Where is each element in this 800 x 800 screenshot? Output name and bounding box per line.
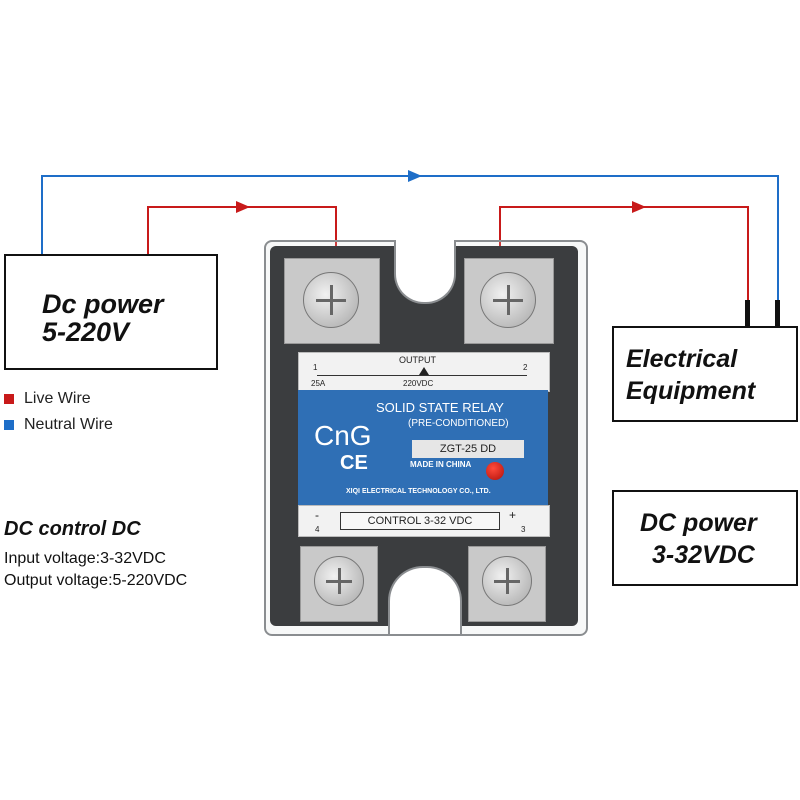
control-power-box: DC power 3-32VDC	[612, 490, 798, 586]
terminal-screw-1	[303, 272, 359, 328]
brand-logo: CnG	[314, 420, 372, 451]
terminal-3-label: 3	[521, 525, 526, 534]
output-line	[317, 375, 527, 376]
dc-power-line1: Dc power	[42, 289, 164, 319]
live-swatch	[4, 394, 14, 404]
terminal-2-label: 2	[523, 363, 528, 372]
relay-top-slot	[394, 240, 456, 304]
info-output: Output voltage:5-220VDC	[4, 572, 188, 589]
legend-neutral: Neutral Wire	[4, 416, 113, 434]
relay-title: SOLID STATE RELAY	[376, 400, 504, 415]
output-text: OUTPUT	[399, 355, 436, 365]
relay-output-label: OUTPUT 1 2 25A 220VDC	[298, 352, 550, 392]
legend-neutral-label: Neutral Wire	[24, 416, 113, 433]
minus-sign: -	[315, 508, 319, 522]
neutral-arrow	[408, 170, 422, 182]
terminal-screw-2	[480, 272, 536, 328]
info-input: Input voltage:3-32VDC	[4, 550, 166, 567]
equipment-pin-left	[745, 300, 750, 328]
info-title: DC control DC	[4, 518, 141, 540]
terminal-screw-4	[314, 556, 364, 606]
equipment-line1: Electrical	[626, 345, 738, 373]
terminal-1-label: 1	[313, 363, 318, 372]
relay-subtitle: (PRE-CONDITIONED)	[408, 418, 509, 429]
legend-live-label: Live Wire	[24, 390, 91, 407]
plus-sign: +	[509, 508, 517, 522]
equipment-box: Electrical Equipment	[612, 326, 798, 422]
model-number: ZGT-25 DD	[412, 440, 524, 458]
dc-power-box: Dc power 5-220V	[4, 254, 218, 370]
rating-text: 25A	[311, 379, 326, 388]
live-wire-output	[499, 206, 749, 300]
control-voltage: CONTROL 3-32 VDC	[340, 512, 500, 530]
live-arrow-input	[236, 201, 250, 213]
terminal-screw-3	[482, 556, 532, 606]
equipment-pin-right	[775, 300, 780, 328]
live-arrow-output	[632, 201, 646, 213]
control-power-line1: DC power	[640, 509, 757, 537]
dc-power-line2: 5-220V	[42, 317, 130, 347]
company-text: XIQI ELECTRICAL TECHNOLOGY CO., LTD.	[346, 488, 491, 495]
relay-bottom-slot	[388, 566, 462, 634]
terminal-4-label: 4	[315, 525, 320, 534]
made-in-text: MADE IN CHINA	[410, 460, 472, 469]
switch-triangle	[419, 367, 429, 375]
neutral-swatch	[4, 420, 14, 430]
ce-mark: CE	[340, 452, 368, 474]
relay-control-label: - + 4 3	[298, 505, 550, 537]
indicator-led	[486, 462, 504, 480]
equipment-line2: Equipment	[626, 377, 756, 405]
voltage-text: 220VDC	[403, 379, 434, 388]
control-power-line2: 3-32VDC	[652, 541, 755, 569]
legend-live: Live Wire	[4, 390, 91, 408]
